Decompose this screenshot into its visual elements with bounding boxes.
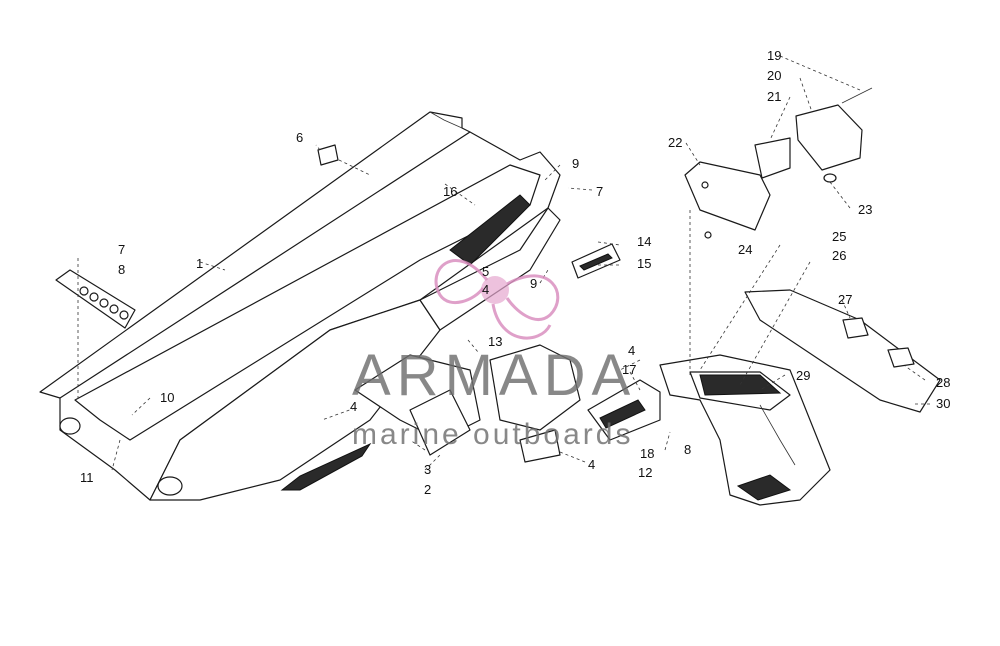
callout-4: 4 — [350, 399, 357, 414]
callout-19: 19 — [767, 48, 781, 63]
rear-bumper-part — [659, 354, 831, 506]
callout-4: 4 — [628, 343, 635, 358]
watermark-brand: ARMADA — [352, 343, 636, 408]
callout-4: 4 — [482, 282, 489, 297]
callout-21: 21 — [767, 89, 781, 104]
callout-22: 22 — [668, 135, 682, 150]
callout-labels: 1 2 3 4 4 4 4 5 6 7 7 8 8 9 9 10 11 12 1… — [80, 48, 950, 497]
callout-7: 7 — [596, 184, 603, 199]
callout-25: 25 — [832, 229, 846, 244]
callout-6: 6 — [296, 130, 303, 145]
taillight-assembly-part — [684, 87, 873, 239]
callout-14: 14 — [637, 234, 651, 249]
callout-9: 9 — [530, 276, 537, 291]
callout-8: 8 — [684, 442, 691, 457]
grille-part — [449, 194, 531, 266]
tunnel-rail-part — [39, 111, 561, 501]
callout-2: 2 — [424, 482, 431, 497]
callout-20: 20 — [767, 68, 781, 83]
leader-lines — [77, 55, 930, 471]
callout-28: 28 — [936, 375, 950, 390]
callout-26: 26 — [832, 248, 846, 263]
propeller-logo-icon — [434, 259, 560, 340]
callout-8: 8 — [118, 262, 125, 277]
callout-1: 1 — [196, 256, 203, 271]
watermark: ARMADA marine outboards — [352, 259, 636, 451]
callout-3: 3 — [424, 462, 431, 477]
snow-flap-part — [744, 289, 941, 413]
bumper-bracket-part — [587, 379, 661, 441]
callout-7: 7 — [118, 242, 125, 257]
bracket-parts — [354, 344, 581, 463]
callout-12: 12 — [638, 465, 652, 480]
callout-5: 5 — [482, 264, 489, 279]
callout-27: 27 — [838, 292, 852, 307]
callout-9: 9 — [572, 156, 579, 171]
callout-24: 24 — [738, 242, 752, 257]
callout-23: 23 — [858, 202, 872, 217]
callout-15: 15 — [637, 256, 651, 271]
decal-part — [317, 144, 339, 166]
callout-13: 13 — [488, 334, 502, 349]
callout-17: 17 — [622, 362, 636, 377]
callout-4: 4 — [588, 457, 595, 472]
callout-30: 30 — [936, 396, 950, 411]
callout-16: 16 — [443, 184, 457, 199]
callout-10: 10 — [160, 390, 174, 405]
callout-29: 29 — [796, 368, 810, 383]
perforated-cover-part — [55, 269, 136, 329]
watermark-tagline: marine outboards — [352, 418, 633, 451]
callout-18: 18 — [640, 446, 654, 461]
callout-11: 11 — [80, 470, 94, 485]
